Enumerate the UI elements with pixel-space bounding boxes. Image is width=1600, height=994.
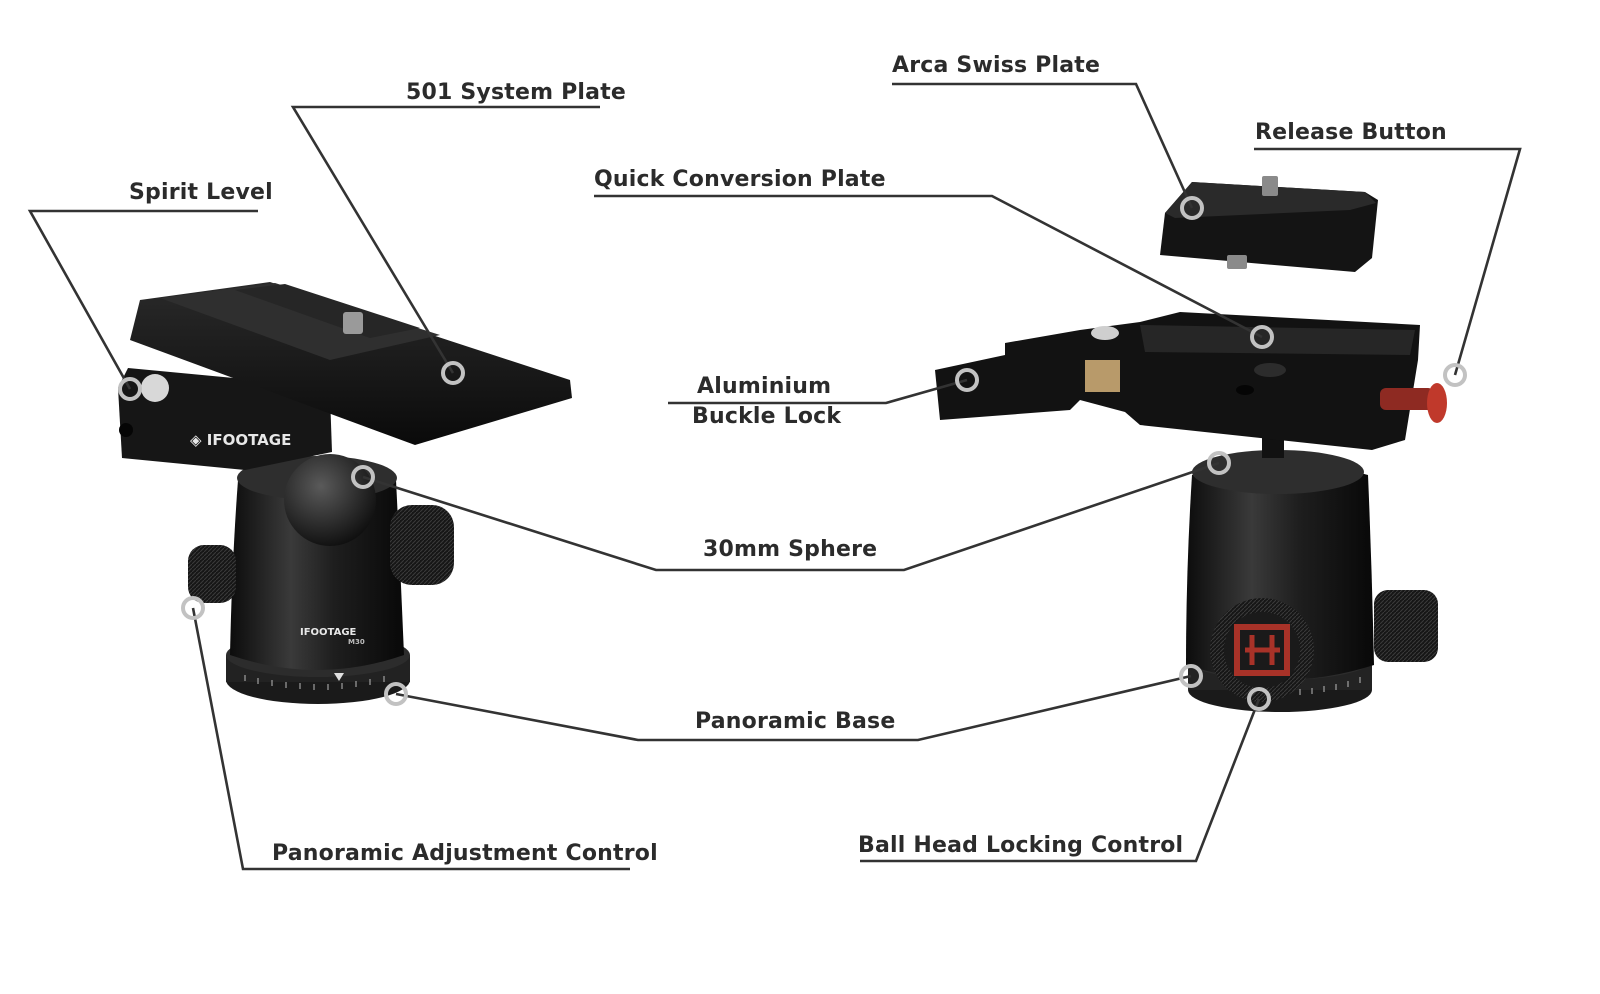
label-ball-head-locking-control: Ball Head Locking Control [858, 833, 1184, 858]
leader-sphere [362, 461, 1220, 572]
model-text: M30 [348, 638, 365, 646]
leader-panoramic-base [395, 674, 1192, 742]
left-ball-head [118, 282, 572, 704]
leader-arca-plate [892, 82, 1194, 209]
dot-arca-plate [1180, 196, 1204, 220]
right-ball-head [935, 176, 1447, 712]
label-buckle-lock: Buckle Lock [692, 404, 842, 429]
label-30mm-sphere: 30mm Sphere [703, 537, 878, 562]
brand-logo-large: ◈ IFOOTAGE [190, 431, 292, 449]
dot-sphere-right [1207, 451, 1231, 475]
dot-panoramic-base-left [384, 682, 408, 706]
label-release-button: Release Button [1255, 120, 1447, 145]
dot-buckle-lock [955, 368, 979, 392]
label-501-system-plate: 501 System Plate [406, 80, 627, 105]
dot-panoramic-base-right [1179, 664, 1203, 688]
leader-lines [27, 82, 1522, 871]
dot-spirit-level [118, 377, 142, 401]
label-arca-swiss-plate: Arca Swiss Plate [892, 53, 1101, 78]
dot-system-plate [441, 361, 465, 385]
dot-quick-plate [1250, 325, 1274, 349]
leader-ball-head-lock [860, 698, 1261, 863]
label-aluminium: Aluminium [697, 374, 832, 399]
leader-system-plate [290, 105, 600, 374]
callout-dots [118, 196, 1467, 711]
brand-logo-small: IFOOTAGE [300, 627, 357, 638]
label-spirit-level: Spirit Level [129, 180, 273, 205]
dot-ball-head-lock [1247, 687, 1271, 711]
leader-panoramic-control [191, 607, 630, 871]
label-panoramic-adjustment-control: Panoramic Adjustment Control [272, 841, 658, 866]
leader-quick-plate [594, 194, 1263, 339]
dot-sphere-left [351, 465, 375, 489]
label-quick-conversion-plate: Quick Conversion Plate [594, 167, 886, 192]
dot-panoramic-control [181, 596, 205, 620]
label-panoramic-base: Panoramic Base [695, 709, 896, 734]
leader-buckle-lock [668, 378, 968, 405]
leader-release-button [1254, 147, 1522, 376]
leader-spirit-level [27, 209, 258, 390]
dot-release-button [1443, 363, 1467, 387]
